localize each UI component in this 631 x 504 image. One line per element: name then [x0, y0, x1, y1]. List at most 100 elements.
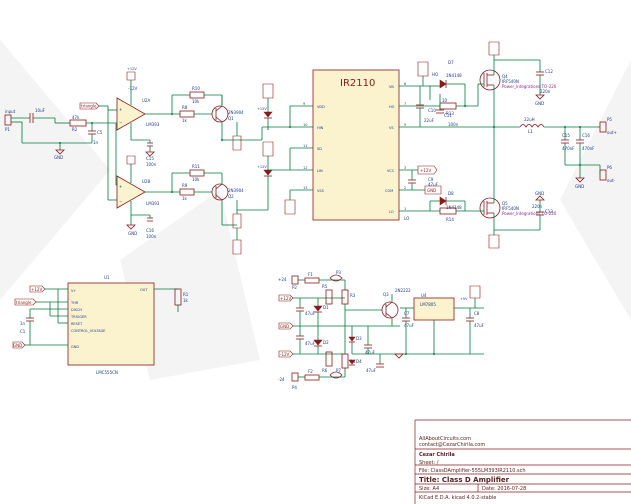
vin-pos-text: +24 [278, 277, 287, 282]
diode-d7 [439, 79, 447, 89]
connector-p4-ref: P4 [292, 385, 297, 390]
inductor-l1-value: 22uH [524, 117, 535, 122]
ir-pin-com: COM [385, 189, 393, 193]
resistor-r9 [179, 188, 195, 196]
diode-d7-value: 1N4148 [446, 73, 462, 78]
resistor-r9-value: 1k [182, 196, 188, 201]
out-plus: out+ [607, 130, 617, 135]
ir-pin-vcc: VCC [387, 169, 395, 173]
cap-c7-ref: C7 [404, 311, 410, 316]
mosfet-q4-footprint: Power_Integrations:TO-220 [502, 84, 557, 89]
cap-c8-ref: C8 [474, 311, 480, 316]
cap-c15-ref: C15 [146, 156, 154, 161]
diode-d8-ref: D8 [448, 191, 454, 196]
ic-u1-ref: U1 [104, 275, 110, 280]
background-shade-center [120, 190, 260, 380]
gnd-label-input: GND [54, 155, 63, 160]
cap-timer-ref: C1 [20, 329, 26, 334]
resistor-timer-value: 1k [183, 298, 189, 303]
supply-vpos-label [278, 294, 294, 302]
resistor-r10-ref: R10 [192, 86, 200, 91]
supply-vpos-text: +12V [280, 296, 291, 301]
connector-p4 [291, 372, 299, 382]
connector-p7-ref: P7 [336, 368, 341, 373]
ir-pin-num-6: 6 [404, 82, 406, 86]
fuse-f1 [304, 277, 320, 284]
vcc-label-u2a: +12V [127, 67, 137, 71]
supply-diode-d1 [313, 305, 323, 312]
cap-c16-ref: C16 [146, 228, 154, 233]
transistor-q1 [211, 105, 229, 123]
cap-c5-ref: C5 [97, 130, 103, 135]
resistor-r11-ref: R11 [192, 164, 200, 169]
title-sheet: Sheet: / [419, 460, 439, 466]
vcc-flag-u2b [126, 155, 136, 165]
resistor-r9-ref: R9 [182, 183, 188, 188]
cap-c5-value: 1n [93, 140, 99, 145]
supply-cap-4: 47uF [366, 368, 377, 373]
title-tool: KiCad E.D.A. kicad 4.0.2-stable [419, 495, 496, 501]
diode-hin [263, 111, 273, 118]
timer-pin-vplus: V+ [71, 289, 76, 293]
regulator-u4-ref: U4 [421, 293, 427, 298]
comparator-u2b-ref: U2B [142, 179, 150, 184]
supply-diode-d3 [348, 336, 356, 342]
mosfet-q5-ref: Q5 [502, 201, 508, 206]
cap-c7-value: 47uF [404, 323, 415, 328]
triangle-net-text: triangle [81, 104, 97, 109]
vpos48-flag [488, 41, 500, 56]
supply-resistor-r4 [341, 353, 349, 369]
resistor-r2-ref: R2 [72, 127, 78, 132]
gnd-text-com: GND [427, 188, 436, 193]
cap-c12-ref: C12 [545, 69, 553, 74]
supply-diode-d4-ref: D4 [356, 359, 362, 364]
supply-resistor-r5 [325, 289, 333, 305]
supply-gnd-label [278, 322, 294, 330]
u2b-minus: − [119, 199, 122, 204]
vcc-flag-q2 [232, 239, 242, 255]
connector-p2-ref: P2 [292, 285, 297, 290]
ir-pin-vdd: VDD [317, 105, 325, 109]
mosfet-q5-value: IRF540N [502, 206, 519, 211]
ir-pin-ho: HO [389, 105, 395, 109]
transistor-q3 [381, 301, 399, 319]
ho-net: HO [432, 72, 438, 77]
diode-lin [263, 169, 273, 176]
background-shade-left [0, 40, 110, 300]
vcc-label-lo [417, 165, 438, 175]
ir-pin-num-13: 13 [303, 186, 307, 190]
supply-diode-d1-ref: D1 [323, 305, 329, 310]
mosfet-q5 [479, 197, 501, 219]
vcc-flag-u2a [126, 71, 136, 81]
supply-diode-d2 [313, 339, 323, 346]
inductor-l1 [519, 124, 545, 128]
resistor-r11-value: 10k [192, 177, 200, 182]
transistor-q1-value: 2N3904 [228, 110, 244, 115]
resistor-r14-ref: R14 [446, 217, 454, 222]
cap-c15-value: 100n [146, 162, 157, 167]
timer-pin-control: CONTROL_VOLTAGE [71, 329, 106, 333]
supply-cap-2: 47uF [305, 341, 316, 346]
gnd-label-c13: GND [535, 191, 544, 196]
ir-pin-sd: SD [317, 147, 322, 151]
ir-pin-num-3: 3 [404, 166, 406, 170]
resistor-r8-value: 1k [182, 118, 188, 123]
supply-vneg-text: -12V [280, 352, 290, 357]
triangle-net-label [79, 102, 100, 110]
title-site: AllAboutCircuits.com [419, 436, 471, 442]
connector-p7 [329, 371, 343, 379]
comparator-u2a-ref: U2A [142, 98, 150, 103]
gnd-symbol-c13 [535, 195, 545, 201]
ic-lmc555-value: LMC555CN [96, 370, 118, 375]
mosfet-q4 [479, 69, 501, 91]
ir-pin-hin: HIN [317, 126, 324, 130]
supply-diode-d2-ref: D2 [323, 340, 329, 345]
power-supply-section: P2 +24 P4 -24 F1 F2 P3 P7 +12V GND -12V [278, 270, 485, 390]
u2a-minus: − [119, 120, 122, 125]
timer-pin-disch: DISCH [71, 308, 82, 312]
vcc-flag-ir-top [262, 83, 274, 99]
timer-pin-gnd: GND [71, 345, 79, 349]
title-date: Date: 2016-07-28 [482, 486, 526, 492]
cap-c15-out-ref: C15 [562, 133, 570, 138]
connector-p5-ref: P5 [607, 117, 612, 122]
